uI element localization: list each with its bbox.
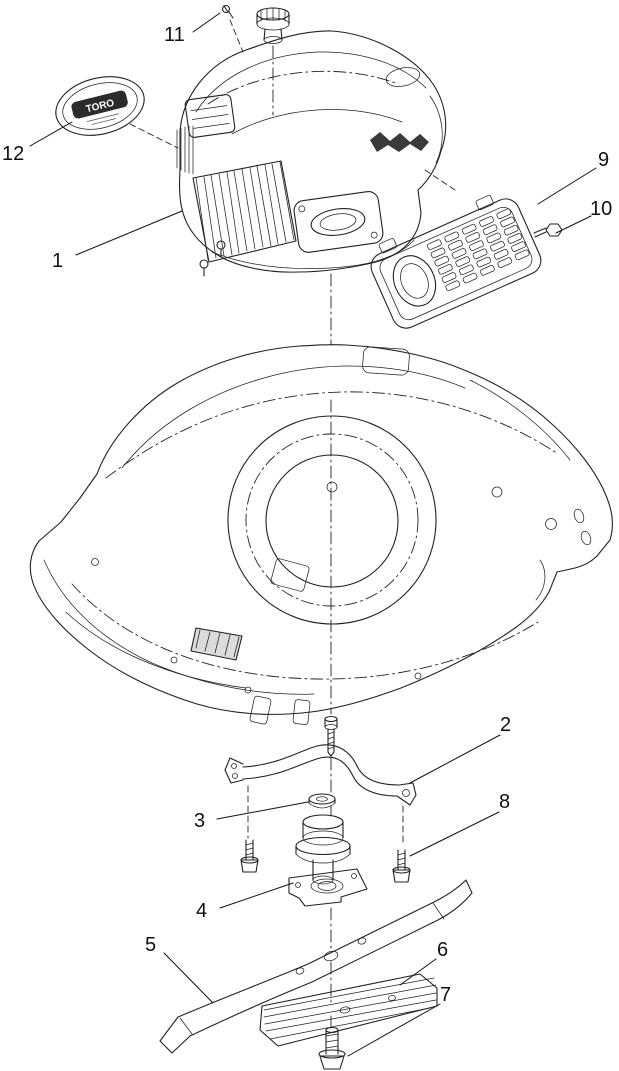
- callout-11: 11: [164, 24, 185, 46]
- engine-screws: [199, 240, 226, 277]
- muffler-cover: [293, 191, 384, 253]
- callout-8: 8: [499, 791, 511, 813]
- blade: [159, 879, 473, 1054]
- callout-4: 4: [196, 900, 208, 922]
- bracket-bolt: [324, 715, 338, 757]
- bracket-bolt-right: [392, 849, 411, 883]
- side-fins: [176, 125, 194, 175]
- toro-emblem: TORO: [55, 76, 145, 136]
- callout-12: 12: [2, 143, 25, 165]
- debris-guard: [370, 195, 542, 329]
- deck-pad-hatch: [195, 629, 240, 658]
- brake-bracket: [224, 715, 417, 806]
- callout-9: 9: [598, 149, 610, 171]
- center-line: [272, 45, 332, 1029]
- engine-assembly: [176, 7, 447, 277]
- starter-opening: [385, 67, 421, 87]
- leader-lines: [29, 12, 597, 1057]
- fuel-cap: [256, 7, 290, 44]
- callout-5: 5: [145, 934, 157, 956]
- blade-accelerator: [259, 973, 438, 1047]
- blade-driver: [288, 814, 368, 907]
- deck-cutout: [270, 558, 310, 592]
- callout-2: 2: [500, 714, 512, 736]
- assembly-alignment-lines: [129, 19, 456, 847]
- washer: [308, 793, 336, 809]
- blade-bolt: [318, 1026, 346, 1070]
- carburetor-detail: [370, 132, 429, 152]
- deck-top-notch: [362, 346, 410, 376]
- bracket-bolt-left: [240, 839, 259, 873]
- mower-deck: [29, 344, 613, 725]
- air-filter-box: [184, 94, 236, 138]
- callout-6: 6: [437, 939, 449, 961]
- callout-7: 7: [440, 984, 452, 1006]
- deck-pad: [190, 627, 243, 661]
- callout-10: 10: [590, 198, 613, 220]
- screw-10: [533, 223, 563, 238]
- callout-3: 3: [194, 810, 206, 832]
- screw-11: [221, 4, 234, 19]
- guard-slots: [427, 208, 530, 292]
- callout-1: 1: [52, 250, 64, 272]
- cooling-fins: [192, 160, 297, 263]
